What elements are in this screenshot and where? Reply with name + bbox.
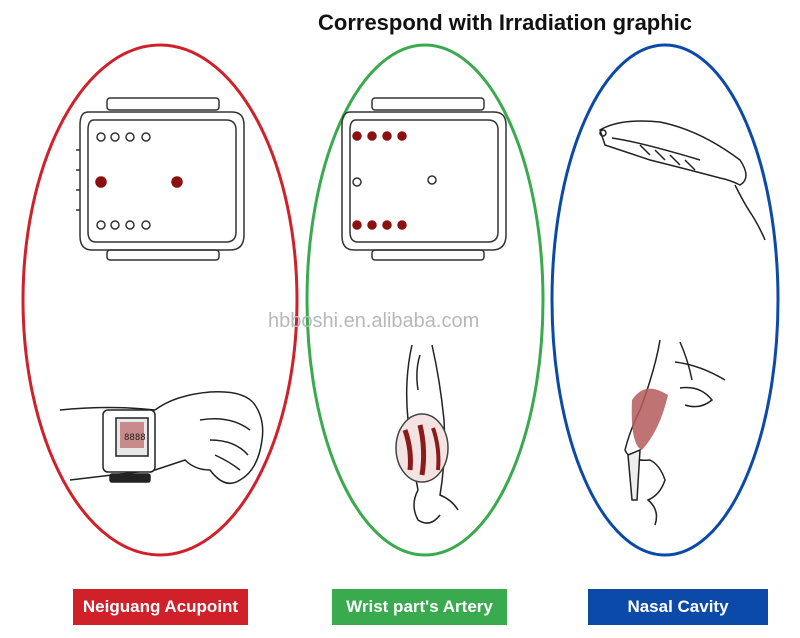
watch-device-top-view-icon [76, 97, 245, 261]
label-box-blue [588, 589, 768, 625]
page-title: Correspond with Irradiation graphic [318, 10, 693, 35]
watch-device-top-view-icon-2 [341, 97, 507, 261]
arm-artery-icon [395, 344, 459, 524]
nasal-probe-icon [599, 120, 766, 241]
label-box-red [73, 589, 248, 625]
blue-ellipse [550, 43, 780, 557]
label-neiguang-acupoint: Neiguang Acupoint [82, 597, 239, 616]
green-ellipse [305, 43, 545, 557]
label-box-green [332, 589, 507, 625]
label-nasal-cavity: Nasal Cavity [627, 597, 729, 616]
label-wrist-artery: Wrist part's Artery [346, 597, 493, 616]
face-nose-profile-icon [624, 339, 726, 526]
watermark: hbboshi.en.alibaba.com [268, 310, 480, 332]
svg-text:8888: 8888 [124, 433, 146, 443]
red-ellipse [21, 43, 299, 557]
wrist-watch-on-arm-icon: 8888 [59, 391, 264, 485]
